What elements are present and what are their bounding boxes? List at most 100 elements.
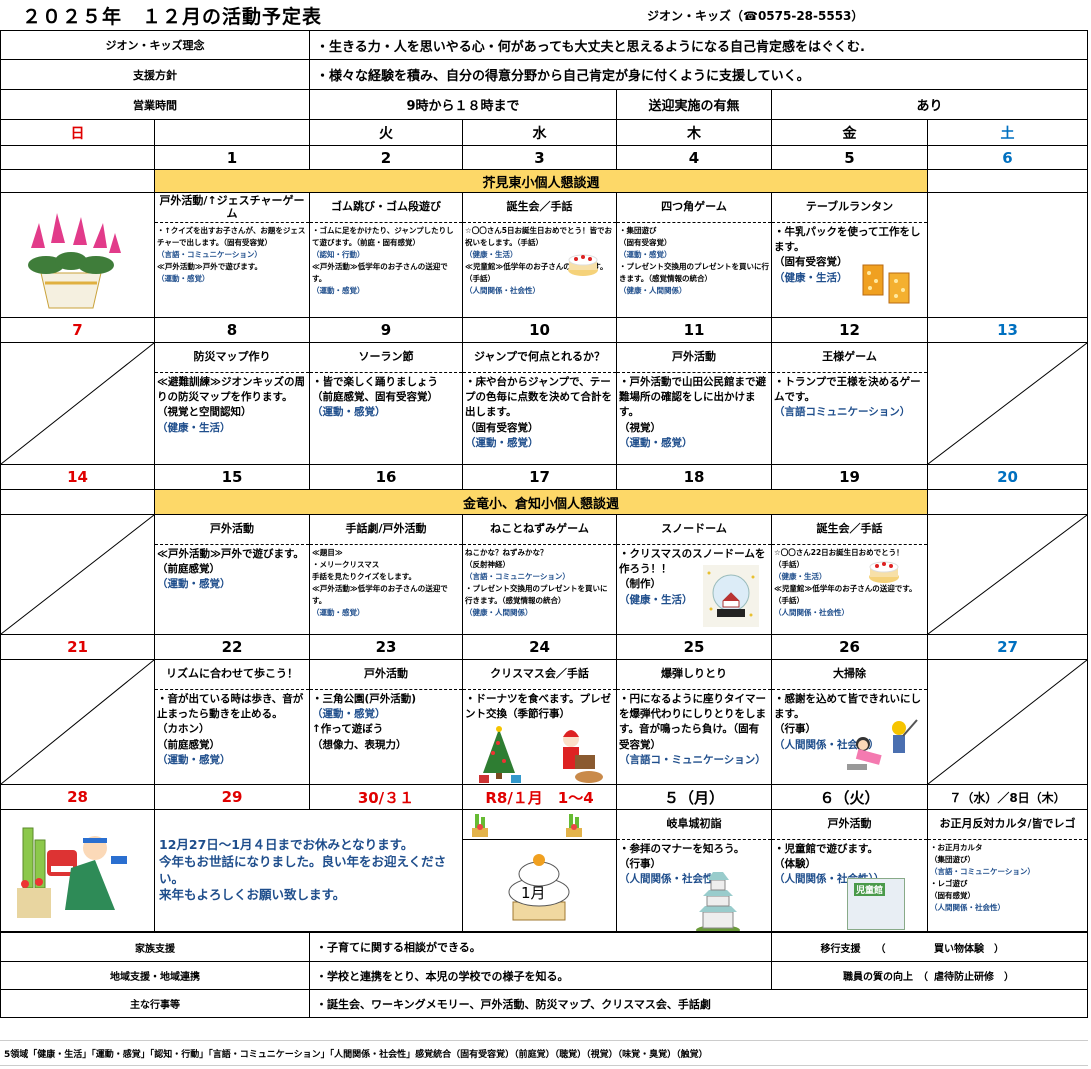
domain-tag: （運動・感覚）: [157, 753, 231, 766]
closed-day-cell: [0, 515, 155, 635]
description-line: （制作）: [619, 578, 661, 591]
activity-description: ・↑クイズを出すお子さんが、お題をジェスチャーで出します。（固有受容覚）（言語・…: [155, 223, 309, 287]
activity-cell: 戸外活動・三角公園(戸外活動)（運動・感覚）↑作って遊ぼう（想像力、表現力）: [310, 660, 463, 785]
main-events-text: ・誕生会、ワーキングメモリー、戸外活動、防災マップ、クリスマス会、手話劇: [310, 990, 1088, 1018]
activity-description: ・三角公園(戸外活動)（運動・感覚）↑作って遊ぼう（想像力、表現力）: [310, 690, 462, 755]
activity-description: ・参拝のマナーを知ろう。（行事）（人間関係・社会性）: [617, 840, 771, 890]
date-cell: R8/１月 1～4: [463, 785, 617, 810]
date-cell: 23: [310, 635, 463, 660]
transition-support-text: 買い物体験 ）: [928, 932, 1088, 962]
date-cell: 5: [772, 146, 928, 170]
activity-title: ねことねずみゲーム: [463, 515, 616, 545]
activity-description: ねこかな？ねずみかな？（反射神経）（言語・コミュニケーション）・プレゼント交換用…: [463, 545, 616, 621]
date-cell: 25: [617, 635, 772, 660]
date-cell: 4: [617, 146, 772, 170]
description-line: ねこかな？ねずみかな？: [465, 548, 548, 557]
domain-tag: （認知・行動）: [312, 250, 365, 259]
description-line: ・三角公園(戸外活動): [312, 693, 417, 705]
description-line: 手話を見たりクイズをします。: [312, 572, 417, 581]
description-line: （前庭感覚）: [157, 563, 220, 576]
description-line: ・クリスマスのスノードームを作ろう！！: [619, 548, 766, 576]
school-conference-banner: 金竜小、倉知小個人懇談週: [155, 490, 928, 515]
activity-title: 戸外活動: [310, 660, 462, 690]
domain-tag: （運動・感覚）: [619, 436, 693, 449]
activity-description: ・皆で楽しく踊りましょう（前庭感覚、固有受容覚）（運動・感覚）: [310, 373, 462, 423]
description-line: （カホン）: [157, 723, 210, 736]
activity-title: ソーラン節: [310, 343, 462, 373]
day-cell: [0, 193, 155, 318]
date-cell: 11: [617, 318, 772, 343]
banner-blank: [928, 170, 1088, 193]
activity-cell: クリスマス会／手話・ドーナツを食べます。プレゼント交換（季節行事）: [463, 660, 617, 785]
date-cell: ７（水）／8日（木）: [928, 785, 1088, 810]
activity-cell: ねことねずみゲームねこかな？ねずみかな？（反射神経）（言語・コミュニケーション）…: [463, 515, 617, 635]
lantern-icon: [861, 263, 913, 309]
activity-title: 岐阜城初詣: [617, 810, 771, 840]
domain-tag: （人間関係・社会性）: [774, 608, 849, 617]
domain-tag: （人間関係・社会性）: [774, 738, 879, 751]
date-cell: 14: [0, 465, 155, 490]
description-line: ・集団遊び: [619, 226, 657, 235]
activity-description: ・お正月カルタ（集団遊び）（言語・コミュニケーション）・レゴ遊び（固有感覚）（人…: [928, 840, 1087, 916]
kadomatsu-strip: [463, 810, 616, 840]
hours-value: 9時から１８時まで: [310, 90, 617, 120]
activity-title: お正月反対カルタ/皆でレゴ: [928, 810, 1087, 840]
cleaning-children-icon: [841, 716, 921, 780]
activity-description: ☆〇〇さん22日お誕生日おめでとう！（手話）（健康・生活）≪児童館≫低学年のお子…: [772, 545, 927, 621]
notice-line: 12月27日～1月４日までお休みとなります。: [159, 836, 414, 852]
description-line: ≪児童館≫低学年のお子さんの送迎です。（手話）: [774, 584, 917, 605]
domain-tag: （健康・生活）: [157, 421, 231, 434]
date-cell: 13: [928, 318, 1088, 343]
date-cell: 16: [310, 465, 463, 490]
activity-title: 戸外活動: [617, 343, 771, 373]
description-line: （視覚）: [619, 421, 661, 434]
weekday-header: [155, 120, 310, 146]
description-line: ・プレゼント交換用のプレゼントを買いに行きます。（感覚情報の統合）: [465, 584, 608, 605]
new-year-holiday-cell: 1月: [463, 810, 617, 932]
activity-cell: お正月反対カルタ/皆でレゴ・お正月カルタ（集団遊び）（言語・コミュニケーション）…: [928, 810, 1088, 932]
date-cell: 26: [772, 635, 928, 660]
activity-cell: 戸外活動/↑ジェスチャーゲーム・↑クイズを出すお子さんが、お題をジェスチャーで出…: [155, 193, 310, 318]
description-line: （行事）: [774, 723, 816, 736]
domain-tag: （運動・感覚）: [312, 608, 365, 617]
transport-label: 送迎実施の有無: [617, 90, 772, 120]
activity-title: 王様ゲーム: [772, 343, 927, 373]
description-line: ≪戸外活動≫戸外で遊びます。: [157, 548, 304, 560]
domain-tag: （健康・人間関係）: [465, 608, 533, 617]
activity-cell: 誕生会／手話☆〇〇さん22日お誕生日おめでとう！（手話）（健康・生活）≪児童館≫…: [772, 515, 928, 635]
holiday-notice: 12月27日～1月４日までお休みとなります。今年もお世話になりました。良い年をお…: [155, 810, 463, 932]
activity-cell: 誕生会／手話☆〇〇さん5日お誕生日おめでとう！皆でお祝いをします。（手話）（健康…: [463, 193, 617, 318]
date-cell: 8: [155, 318, 310, 343]
description-line: ≪戸外活動≫低学年のお子さんの送迎です。: [312, 262, 448, 283]
christmas-tree-santa-icon: [471, 725, 611, 784]
date-cell: [0, 146, 155, 170]
activity-description: ・クリスマスのスノードームを作ろう！！（制作）（健康・生活）: [617, 545, 771, 610]
description-line: ・↑クイズを出すお子さんが、お題をジェスチャーで出します。（固有受容覚）: [157, 226, 306, 247]
activity-title: 誕生会／手話: [772, 515, 927, 545]
closed-day-cell: [0, 343, 155, 465]
description-line: ・プレゼント交換用のプレゼントを買いに行きます。（感覚情報の統合）: [619, 262, 769, 283]
domain-tag: （運動・感覚）: [157, 578, 231, 591]
activity-cell: 防災マップ作り≪避難訓練≫ジオンキッズの周りの防災マップを作ります。（視覚と空間…: [155, 343, 310, 465]
date-cell: 18: [617, 465, 772, 490]
activity-title: スノードーム: [617, 515, 771, 545]
date-cell: 6: [928, 146, 1088, 170]
five-domains-footer: 5領域「健康・生活」「運動・感覚」「認知・行動」「言語・コミュニケーション」「人…: [0, 1040, 1088, 1066]
domain-tag: （人間関係・社会性）: [465, 286, 540, 295]
kadomatsu-icon: [563, 812, 585, 842]
description-line: （手話）: [774, 560, 804, 569]
activity-title: クリスマス会／手話: [463, 660, 616, 690]
policy-text: ・様々な経験を積み、自分の得意分野から自己肯定が身に付くように支援していく。: [310, 60, 1088, 90]
activity-cell: ゴム跳び・ゴム段遊び・ゴムに足をかけたり、ジャンプしたりして遊びます。（前庭・固…: [310, 193, 463, 318]
weekday-header: 火: [310, 120, 463, 146]
activity-cell: 王様ゲーム・トランプで王様を決めるゲームです。（言語コミュニケーション）: [772, 343, 928, 465]
activity-cell: 四つ角ゲーム・集団遊び（固有受容覚）（運動・感覚）・プレゼント交換用のプレゼント…: [617, 193, 772, 318]
activity-description: ≪避難訓練≫ジオンキッズの周りの防災マップを作ります。（視覚と空間認知）（健康・…: [155, 373, 309, 438]
domain-tag: （健康・生活）: [465, 250, 518, 259]
activity-description: ☆〇〇さん5日お誕生日おめでとう！皆でお祝いをします。（手話）（健康・生活）≪児…: [463, 223, 616, 299]
transition-support-label: 移行支援 （: [772, 932, 928, 962]
date-cell: ６（火）: [772, 785, 928, 810]
jidoukan-building-icon: 児童館: [847, 878, 905, 930]
description-line: ↑作って遊ぼう: [312, 723, 384, 736]
